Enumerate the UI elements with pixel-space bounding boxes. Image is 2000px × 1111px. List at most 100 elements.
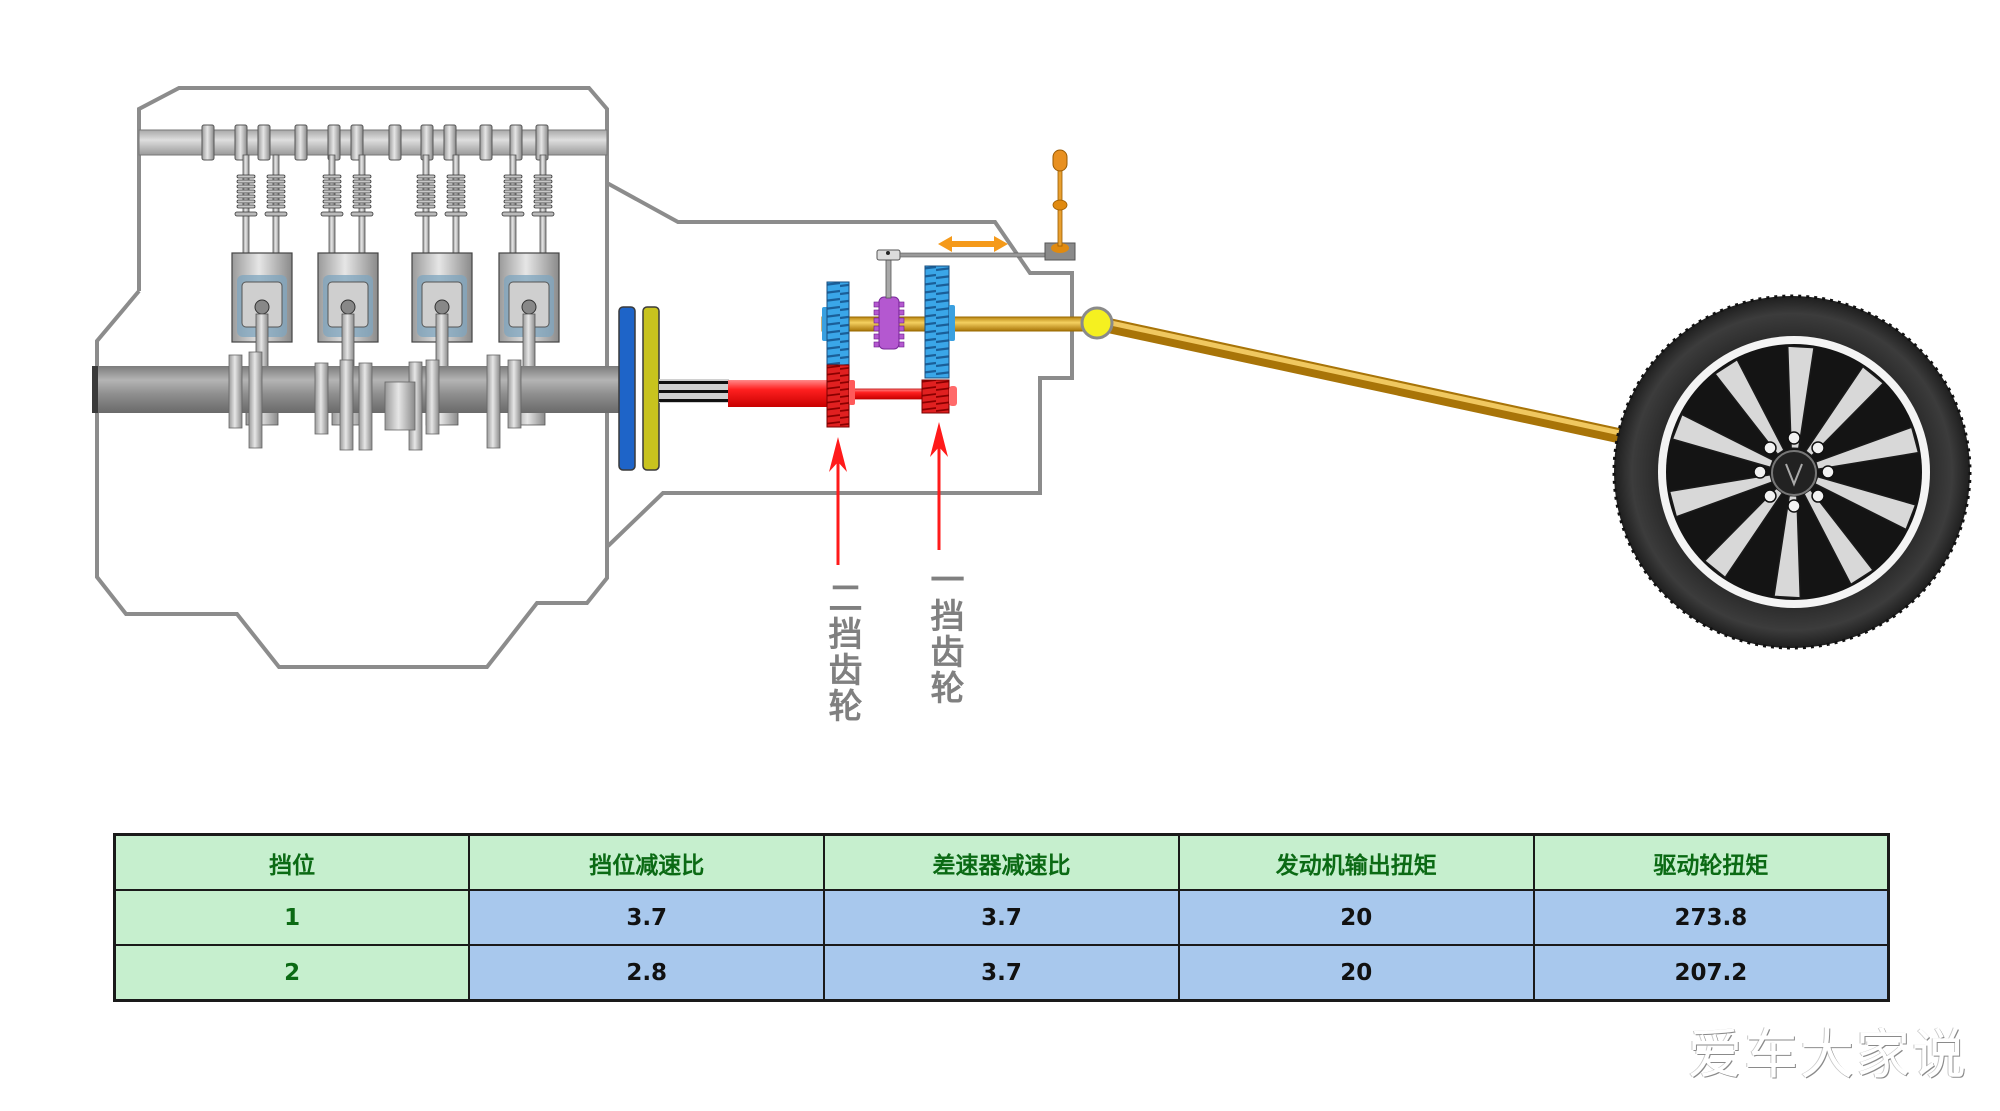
gear-ratio-table: 挡位 挡位减速比 差速器减速比 发动机输出扭矩 驱动轮扭矩 1 3.7 3.7 … [113,833,1890,1002]
crankshaft [92,351,620,451]
valve-spring-coil [533,184,553,189]
first-gear-label: 一挡齿轮 [924,562,964,706]
cell-gear: 1 [113,889,471,946]
cell-gear-ratio: 3.7 [468,889,826,946]
cam-lobe [201,124,215,161]
header-gear-ratio: 挡位减速比 [468,833,826,891]
sync-tooth [873,301,880,308]
lug-nut [1753,465,1767,479]
valve-spring-coil [503,189,523,194]
input-shaft [728,380,828,407]
crank-web [248,351,263,449]
synchronizer [873,296,905,350]
piston-pin [521,299,537,315]
drive-shaft [1089,315,1633,445]
cell-gear: 2 [113,944,471,1002]
camshaft [138,124,608,161]
valve-spring-coil [416,184,436,189]
crank-web [228,354,243,429]
valve-spring-coil [503,199,523,204]
powertrain-diagram [92,86,1972,669]
second-gear [822,281,855,428]
valve-retainer [350,211,374,217]
wheel-spoke [1713,358,1786,456]
valve-spring-coil [266,189,286,194]
valve-spring-coil [266,174,286,179]
valve-spring-coil [503,204,523,209]
sync-tooth [898,325,905,332]
cell-diff-ratio: 3.7 [823,944,1180,1002]
valve-spring-coil [236,184,256,189]
cam-lobe [350,124,364,161]
crank-web [486,354,501,449]
watermark: 爱车大家说 [1688,1023,1968,1086]
lug-nut [1811,441,1825,455]
first-gear [921,265,957,414]
valve-retainer [414,211,438,217]
piston-pin [340,299,356,315]
cylinder-3 [411,154,473,426]
cam-lobe [388,124,402,161]
valve-spring-coil [322,204,342,209]
universal-joint [1080,306,1114,340]
valve-spring-coil [416,174,436,179]
valve-spring-coil [446,204,466,209]
sync-tooth [898,341,905,348]
lug-nut [1811,489,1825,503]
clutch-disc-blue [618,306,636,471]
sync-tooth [898,301,905,308]
valve-spring-coil [533,179,553,184]
first-gear-arrow [930,422,948,550]
cylinder-4 [498,154,560,426]
valve-spring-coil [446,199,466,204]
valve-spring-coil [352,174,372,179]
valve-spring-coil [352,204,372,209]
valve-spring-coil [236,194,256,199]
valve-spring-coil [446,174,466,179]
cell-engine-torque: 20 [1177,889,1535,946]
wheel-spoke [1668,473,1774,518]
sync-tooth [898,309,905,316]
shift-lever[interactable] [1044,149,1076,261]
table-row: 1 3.7 3.7 20 273.8 [113,889,1890,946]
lug-nut [1821,465,1835,479]
valve-retainer [264,211,288,217]
cell-diff-ratio: 3.7 [823,889,1180,946]
valve-spring-coil [416,199,436,204]
piston-pin [254,299,270,315]
valve-spring-coil [236,174,256,179]
lug-nut [1787,431,1801,445]
valve-spring-coil [503,184,523,189]
cell-engine-torque: 20 [1177,944,1535,1002]
table-header-row: 挡位 挡位减速比 差速器减速比 发动机输出扭矩 驱动轮扭矩 [113,833,1890,891]
header-diff-ratio: 差速器减速比 [823,833,1180,891]
cam-lobe [257,124,271,161]
valve-spring-coil [352,189,372,194]
sync-tooth [873,341,880,348]
second-gear-arrow [829,437,847,565]
cam-lobe [294,124,308,161]
lug-nut [1763,441,1777,455]
cylinder-2 [317,154,379,426]
cam-lobe [479,124,493,161]
valve-spring-coil [416,179,436,184]
input-shaft-stub [659,379,729,403]
cell-gear-ratio: 2.8 [468,944,826,1002]
valve-spring-coil [322,189,342,194]
wheel-spoke [1814,426,1920,471]
sync-tooth [873,309,880,316]
valve-spring-coil [533,194,553,199]
crank-web [507,359,522,429]
valve-retainer [501,211,525,217]
header-wheel-torque: 驱动轮扭矩 [1532,833,1890,891]
valve-spring-coil [533,189,553,194]
cam-lobe [234,124,248,161]
valve-spring-coil [503,194,523,199]
sync-tooth [898,333,905,340]
valve-retainer [444,211,468,217]
valve-spring-coil [533,204,553,209]
valve-spring-coil [266,184,286,189]
valve-retainer [531,211,555,217]
table-row: 2 2.8 3.7 20 207.2 [113,944,1890,1002]
valve-spring-coil [352,184,372,189]
